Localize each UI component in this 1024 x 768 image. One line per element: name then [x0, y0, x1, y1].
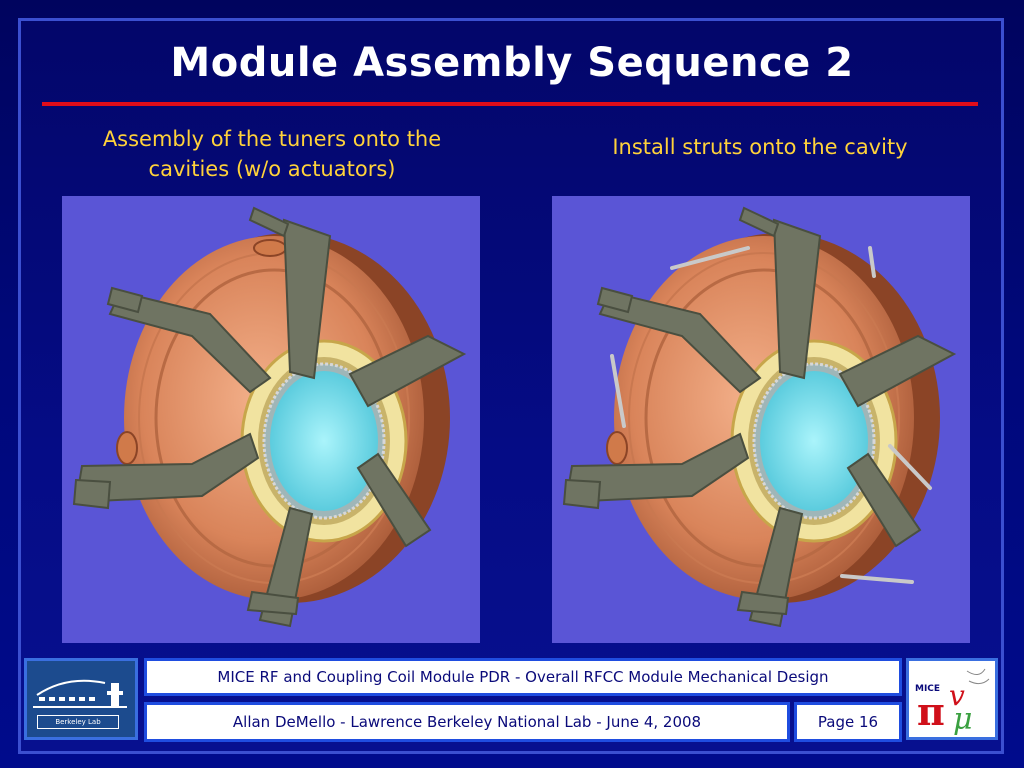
cavity-struts-image	[562, 206, 957, 628]
cavity-tuners-render	[62, 196, 480, 643]
berkeley-lab-label: Berkeley Lab	[37, 715, 119, 729]
right-caption: Install struts onto the cavity	[612, 135, 908, 159]
svg-text:π: π	[917, 689, 945, 734]
title-divider	[42, 102, 978, 106]
footer-author-text: Allan DeMello - Lawrence Berkeley Nation…	[232, 713, 702, 731]
cavity-struts-render	[552, 196, 970, 643]
mice-logo: MICE π v μ	[906, 658, 998, 740]
left-caption: Assembly of the tuners onto the cavities…	[52, 124, 492, 184]
left-caption-line1: Assembly of the tuners onto the	[102, 127, 442, 151]
page-number: Page 16	[817, 713, 879, 731]
cavity-tuners-image	[72, 206, 467, 628]
svg-text:v: v	[949, 679, 965, 712]
left-caption-line2: cavities (w/o actuators)	[148, 157, 396, 181]
berkeley-lab-building-icon	[33, 679, 127, 708]
page-number-box: Page 16	[794, 702, 902, 742]
mice-emblem-icon: MICE π v μ	[915, 668, 990, 737]
footer-author-bar: Allan DeMello - Lawrence Berkeley Nation…	[144, 702, 790, 742]
footer-title-text: MICE RF and Coupling Coil Module PDR - O…	[217, 668, 829, 686]
slide-title: Module Assembly Sequence 2	[170, 40, 854, 86]
berkeley-lab-logo: Berkeley Lab	[24, 658, 138, 740]
footer-title-bar: MICE RF and Coupling Coil Module PDR - O…	[144, 658, 902, 696]
svg-text:μ: μ	[953, 702, 973, 737]
mice-label: MICE	[915, 684, 940, 694]
